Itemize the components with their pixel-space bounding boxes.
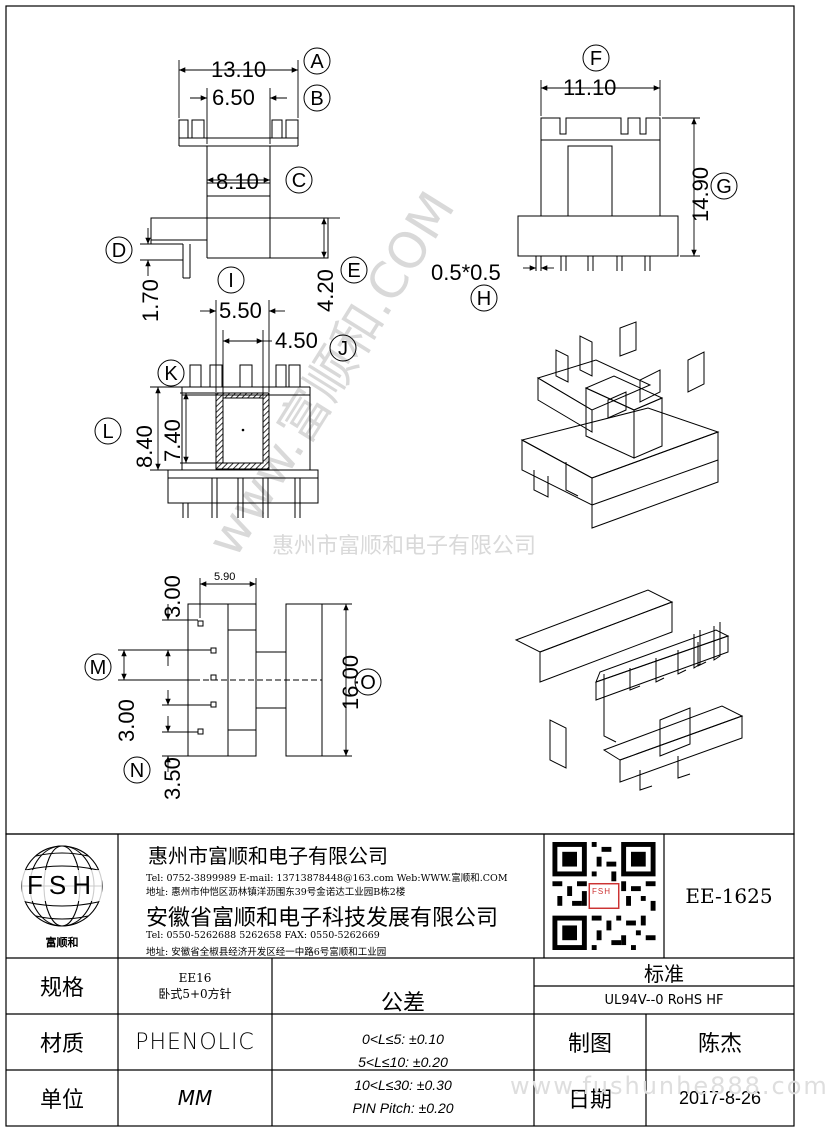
company-2-address: 地址: 安徽省全椒县经济开发区经一中路6号富顺和工业园	[146, 947, 387, 958]
company-2-contact: Tel: 0550-5262688 5262658 FAX: 0550-5262…	[146, 930, 380, 941]
tolerance-2: 5<L≤10: ±0.20	[358, 1054, 448, 1070]
logo-text: FSH	[22, 870, 102, 901]
isometric-view-top	[520, 321, 720, 529]
dim-C: 8.10	[216, 169, 259, 194]
company-1-name: 惠州市富顺和电子有限公司	[148, 844, 388, 868]
watermark-site: www.fushunhe888.com	[510, 1072, 829, 1100]
label-J: J	[338, 338, 348, 360]
label-H: H	[477, 288, 491, 310]
dim-I: 5.50	[219, 298, 262, 323]
dimension-lines	[118, 60, 700, 772]
drawn-label: 制图	[567, 1032, 612, 1057]
dim-J: 4.50	[275, 328, 318, 353]
dim-L: 7.40	[160, 419, 185, 462]
tolerance-3: 10<L≤30: ±0.30	[354, 1077, 452, 1093]
label-C: C	[292, 170, 306, 192]
dim-N: 3.50	[160, 757, 185, 800]
dim-A: 13.10	[211, 57, 266, 82]
front-view	[150, 119, 329, 279]
dim-F: 11.10	[563, 75, 616, 100]
company-1-contact: Tel: 0752-3899989 E-mail: 13713878448@16…	[146, 873, 508, 884]
qr-code	[552, 842, 656, 950]
dim-B: 6.50	[212, 85, 255, 110]
dim-pin-top: 3.00	[160, 575, 185, 618]
material-label: 材质	[39, 1032, 84, 1057]
label-F: F	[590, 48, 602, 70]
label-L: L	[102, 421, 113, 443]
tolerance-1: 0<L≤5: ±0.10	[362, 1031, 444, 1047]
tolerance-label: 公差	[380, 991, 425, 1016]
label-B: B	[310, 88, 323, 110]
dim-E: 4.20	[313, 269, 338, 312]
label-I: I	[228, 270, 234, 292]
isometric-view-bottom	[514, 589, 744, 791]
company-2-name: 安徽省富顺和电子科技发展有限公司	[146, 906, 499, 931]
section-view	[167, 364, 319, 518]
material-value: PHENOLIC	[135, 1029, 255, 1055]
dim-O: 16.00	[338, 655, 363, 710]
unit-value: MM	[177, 1086, 213, 1110]
watermark-diagonal: www.富顺和.COM	[196, 182, 466, 567]
label-G: G	[716, 176, 732, 198]
spec-value: EE16 卧式5+0方针	[118, 958, 272, 1014]
logo-caption: 富顺和	[45, 936, 79, 949]
label-K: K	[164, 363, 178, 385]
callout-circles	[84, 44, 738, 784]
dim-M: 3.00	[114, 699, 139, 742]
tolerance-4: PIN Pitch: ±0.20	[352, 1100, 454, 1116]
callout-letters: A B C D E F G H I J K L M O N	[90, 48, 732, 782]
spec-value-1: EE16	[178, 971, 212, 985]
spec-label: 规格	[39, 976, 84, 1001]
label-O: O	[360, 672, 376, 694]
unit-label: 单位	[39, 1088, 84, 1113]
title-block: FSH 富顺和 惠州市富顺和电子有限公司 Tel: 0752-3899989 E…	[0, 833, 827, 1132]
tolerance-list: 0<L≤5: ±0.10 5<L≤10: ±0.20 10<L≤30: ±0.3…	[272, 1022, 534, 1126]
company-1-address: 地址: 惠州市仲恺区沥林镇洋沥围东39号金诺达工业园B栋2楼	[146, 887, 406, 898]
date-label: 日期	[567, 1088, 612, 1113]
spec-value-2: 卧式5+0方针	[158, 987, 232, 1001]
title-block-grid	[5, 833, 795, 1127]
label-N: N	[130, 760, 144, 782]
label-A: A	[310, 51, 324, 73]
qr-center-text: FSH	[592, 887, 611, 896]
watermark: www.富顺和.COM 惠州市富顺和电子有限公司	[196, 182, 536, 567]
dim-H: 0.5*0.5	[431, 260, 501, 285]
label-M: M	[90, 657, 107, 679]
drawn-value: 陈杰	[697, 1032, 742, 1057]
dim-D: 1.70	[138, 279, 163, 322]
dim-K: 8.40	[132, 425, 157, 468]
watermark-company: 惠州市富顺和电子有限公司	[272, 534, 536, 559]
standard-label: 标准	[644, 961, 684, 986]
technical-drawing: www.富顺和.COM 惠州市富顺和电子有限公司	[5, 5, 795, 835]
date-value: 2017-8-26	[678, 1087, 762, 1108]
dim-pin-gap: 5.90	[214, 571, 235, 583]
label-E: E	[347, 260, 360, 282]
dimension-texts: 13.10 6.50 8.10 1.70 4.20 11.10 14.90 0.…	[114, 57, 713, 800]
dim-G: 14.90	[688, 167, 713, 222]
part-number: EE-1625	[685, 884, 773, 908]
bottom-view	[187, 603, 323, 757]
side-view	[517, 117, 679, 271]
label-D: D	[112, 240, 126, 262]
standard-value: UL94V--0 RoHS HF	[604, 992, 724, 1008]
